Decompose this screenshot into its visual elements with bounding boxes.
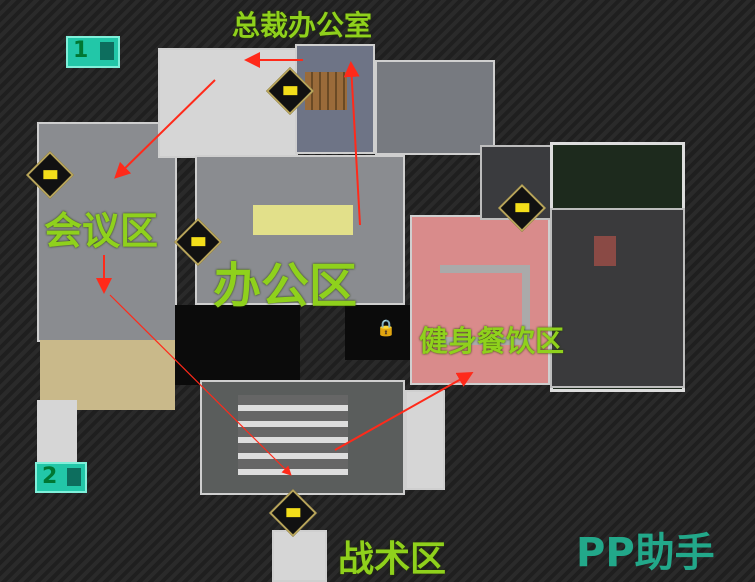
zone-label-tactical: 战术区 (338, 539, 447, 580)
zone-label-gym-dining: 健身餐饮区 (419, 324, 565, 358)
counter (440, 265, 530, 345)
red-mat (594, 236, 616, 266)
route-arrow (114, 79, 216, 179)
hall (550, 208, 685, 388)
upper-corridor (375, 60, 495, 155)
office-desk (253, 205, 353, 235)
exit-door-icon (67, 468, 81, 486)
exit-1-marker[interactable]: 1 (66, 36, 120, 68)
route-arrow (334, 372, 474, 451)
lounge-room (40, 340, 175, 410)
exit-2-marker[interactable]: 2 (35, 462, 87, 493)
locked-room (345, 305, 415, 360)
route-arrow (343, 61, 361, 226)
zone-label-office-area: 办公区 (213, 258, 358, 314)
zone-label-meeting-area: 会议区 (44, 209, 159, 253)
zone-label-ceo-office: 总裁办公室 (232, 9, 373, 42)
meeting-room (37, 122, 177, 342)
exit-door-icon (100, 42, 114, 60)
dark-room (175, 305, 300, 385)
lock-icon: 🔒 (376, 318, 396, 337)
route-arrow (109, 294, 292, 476)
exit-number: 2 (42, 464, 58, 489)
watermark: PP助手 (576, 530, 715, 576)
training-maze (238, 395, 348, 475)
exit-number: 1 (73, 38, 89, 63)
entrance-room (272, 530, 327, 582)
